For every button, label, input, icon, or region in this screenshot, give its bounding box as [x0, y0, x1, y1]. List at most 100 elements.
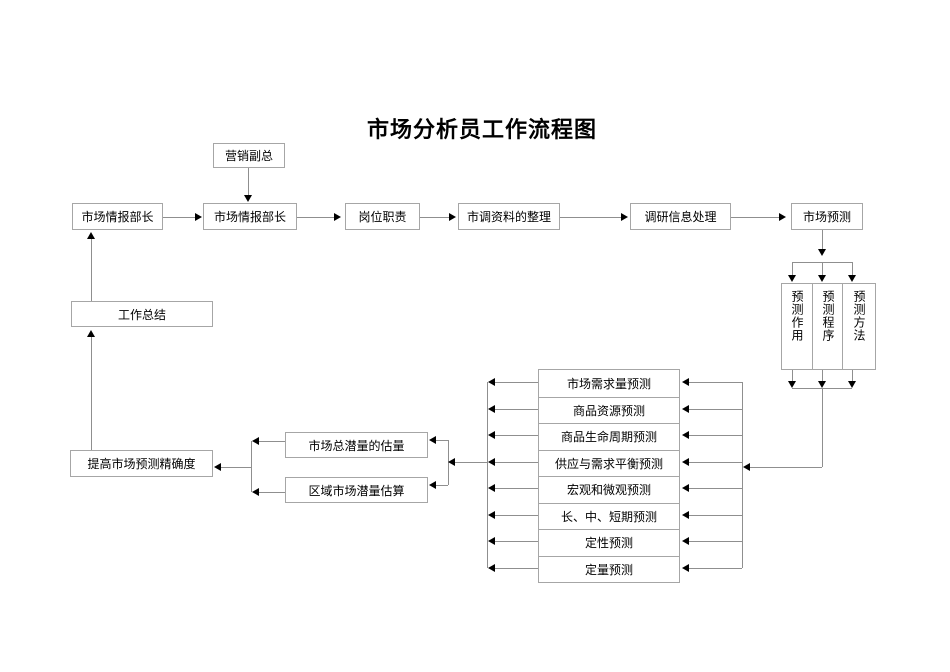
connector-line — [822, 262, 823, 275]
arrowhead-left-icon — [682, 564, 689, 572]
node-market-forecast: 市场预测 — [791, 203, 863, 230]
arrowhead-left-icon — [488, 537, 495, 545]
node-forecast-procedure: 预测程序 — [821, 290, 835, 342]
connector-line — [822, 388, 823, 467]
arrowhead-left-icon — [429, 481, 436, 489]
node-survey-material: 市调资料的整理 — [458, 203, 560, 230]
connector-line — [689, 541, 742, 542]
node-intel-chief-left: 市场情报部长 — [72, 203, 163, 230]
forecast-type-item: 供应与需求平衡预测 — [539, 449, 679, 476]
node-job-duties: 岗位职责 — [345, 203, 420, 230]
node-research-processing: 调研信息处理 — [630, 203, 731, 230]
connector-line — [822, 230, 823, 249]
node-improve-accuracy: 提高市场预测精确度 — [70, 450, 213, 477]
page-title: 市场分析员工作流程图 — [366, 117, 597, 142]
connector-line — [259, 441, 285, 442]
arrowhead-left-icon — [682, 431, 689, 439]
arrowhead-left-icon — [214, 463, 221, 471]
connector-line — [420, 217, 449, 218]
arrowhead-left-icon — [429, 436, 436, 444]
arrowhead-left-icon — [252, 488, 259, 496]
arrowhead-left-icon — [448, 458, 455, 466]
connector-line — [852, 262, 853, 275]
forecast-type-item: 定量预测 — [539, 555, 679, 582]
arrowhead-left-icon — [488, 378, 495, 386]
arrowhead-down-icon — [244, 195, 252, 202]
arrowhead-up-icon — [87, 232, 95, 239]
connector-line — [822, 370, 823, 381]
connector-line — [742, 382, 743, 568]
connector-line — [259, 492, 285, 493]
connector-line — [163, 217, 195, 218]
arrowhead-left-icon — [488, 564, 495, 572]
connector-line — [852, 370, 853, 381]
node-total-potential: 市场总潜量的估量 — [285, 432, 428, 458]
connector-line — [495, 541, 538, 542]
connector-line — [495, 435, 538, 436]
arrowhead-left-icon — [488, 511, 495, 519]
arrowhead-left-icon — [682, 537, 689, 545]
arrowhead-down-icon — [818, 381, 826, 388]
arrowhead-left-icon — [682, 458, 689, 466]
arrowhead-left-icon — [488, 484, 495, 492]
forecast-type-item: 定性预测 — [539, 529, 679, 556]
forecast-type-item: 商品资源预测 — [539, 396, 679, 423]
arrowhead-down-icon — [848, 381, 856, 388]
connector-line — [689, 382, 742, 383]
connector-line — [560, 217, 621, 218]
arrowhead-right-icon — [334, 213, 341, 221]
arrowhead-down-icon — [788, 275, 796, 282]
arrowhead-left-icon — [743, 463, 750, 471]
connector-line — [91, 337, 92, 450]
arrowhead-down-icon — [788, 381, 796, 388]
node-forecast-method: 预测方法 — [852, 290, 866, 342]
connector-line — [689, 435, 742, 436]
arrowhead-left-icon — [488, 458, 495, 466]
connector-line — [495, 515, 538, 516]
connector-line — [792, 370, 793, 381]
connector-line — [689, 488, 742, 489]
connector-line — [251, 441, 252, 492]
node-forecast-role: 预测作用 — [790, 290, 804, 342]
connector-line — [689, 515, 742, 516]
arrowhead-down-icon — [848, 275, 856, 282]
arrowhead-left-icon — [682, 511, 689, 519]
arrowhead-right-icon — [449, 213, 456, 221]
forecast-aspects-group: 预测作用 预测程序 预测方法 — [781, 283, 876, 370]
connector-line — [792, 262, 793, 275]
connector-line — [689, 409, 742, 410]
arrowhead-left-icon — [682, 405, 689, 413]
connector-line — [91, 239, 92, 301]
arrowhead-left-icon — [682, 378, 689, 386]
arrowhead-right-icon — [195, 213, 202, 221]
forecast-types-list: 市场需求量预测 商品资源预测 商品生命周期预测 供应与需求平衡预测 宏观和微观预… — [538, 369, 680, 583]
arrowhead-up-icon — [87, 330, 95, 337]
connector-line — [297, 217, 334, 218]
divider — [812, 284, 813, 369]
connector-line — [495, 409, 538, 410]
arrowhead-down-icon — [818, 275, 826, 282]
arrowhead-left-icon — [488, 431, 495, 439]
connector-line — [248, 168, 249, 195]
connector-line — [436, 440, 448, 441]
arrowhead-right-icon — [779, 213, 786, 221]
connector-line — [750, 467, 822, 468]
connector-line — [221, 467, 251, 468]
arrowhead-left-icon — [682, 484, 689, 492]
arrowhead-left-icon — [488, 405, 495, 413]
arrowhead-down-icon — [818, 249, 826, 256]
node-marketing-vp: 营销副总 — [213, 143, 285, 168]
connector-line — [495, 382, 538, 383]
connector-line — [495, 488, 538, 489]
node-work-summary: 工作总结 — [71, 301, 213, 327]
node-intel-chief-mid: 市场情报部长 — [203, 203, 297, 230]
forecast-type-item: 长、中、短期预测 — [539, 502, 679, 529]
connector-line — [455, 462, 487, 463]
connector-line — [436, 485, 448, 486]
connector-line — [731, 217, 779, 218]
connector-line — [487, 382, 488, 568]
connector-line — [689, 568, 742, 569]
forecast-type-item: 宏观和微观预测 — [539, 476, 679, 503]
connector-line — [495, 462, 538, 463]
